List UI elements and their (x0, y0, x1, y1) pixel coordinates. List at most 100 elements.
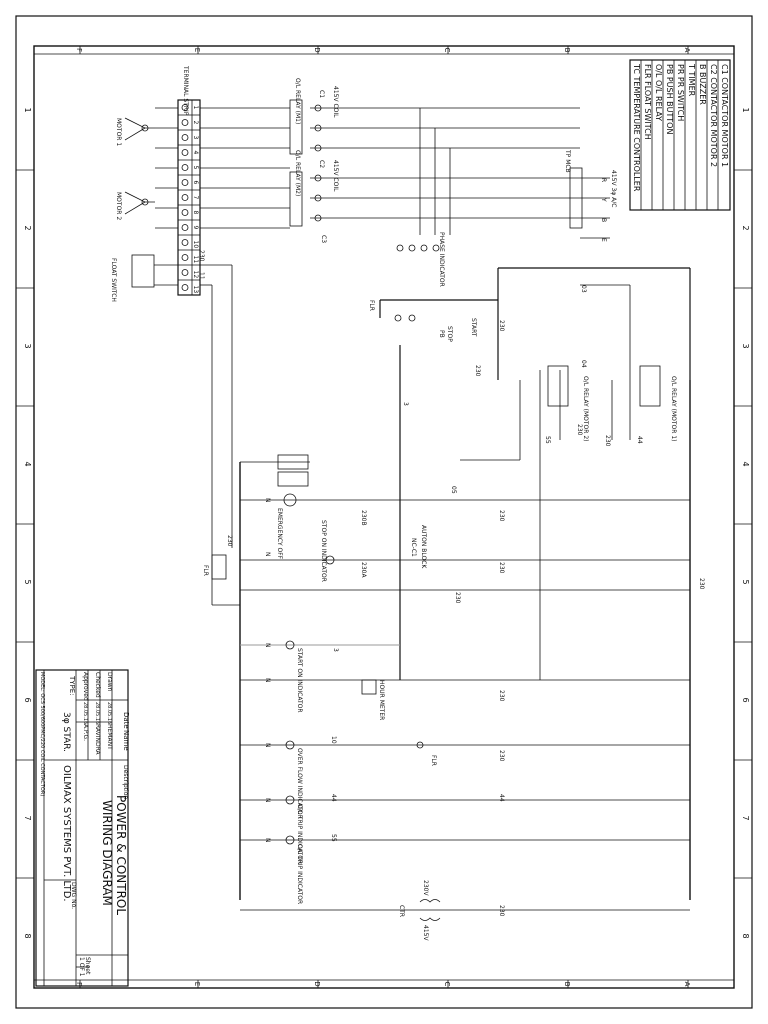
terminal-screw (181, 284, 189, 291)
row-markers-right: 1 2 3 4 5 6 7 8 (734, 107, 752, 939)
terminal-number: 4 (192, 151, 199, 155)
pb-label: PB (438, 330, 445, 338)
row-label-right-4: 4 (741, 461, 750, 466)
terminal-number: 10 (192, 241, 199, 249)
terminal-number: 9 (192, 226, 199, 230)
col-label-bottom-c: C (443, 982, 451, 987)
tb-type-label: TYPE: (68, 675, 76, 696)
col-label-top-f: F (75, 48, 83, 52)
tb-name-header: Name (122, 730, 130, 751)
overflow-indicator-label: OVER FLOW INDICATOR (296, 748, 303, 819)
legend-item-pb: PB PUSH BUTTON (665, 64, 674, 134)
terminal-number: 13 (192, 286, 199, 294)
outer-border (15, 15, 753, 1009)
row-label-right-7: 7 (741, 815, 750, 820)
row-label-right-1: 1 (741, 107, 750, 112)
row-label-left-4: 4 (23, 461, 32, 466)
wire-n-1: N (264, 498, 271, 503)
phase-b: B (600, 218, 607, 222)
nc-c1-label: NC-C1 (410, 538, 417, 557)
terminal-number: 6 (192, 181, 199, 185)
terminal-screw (181, 164, 189, 171)
wire-10: 10 (330, 736, 337, 744)
flr-top-label: FLR (368, 300, 375, 311)
wire-04: 04 (580, 360, 587, 368)
terminal-screw (181, 179, 189, 186)
stop-on-indicator: STOP ON INDICATOR (320, 520, 335, 582)
supply-label: 415V 3φ A/C (610, 170, 617, 207)
wire-n-3: N (264, 643, 271, 648)
ol-relay-m1: O/L RELAY (M1) (289, 78, 303, 155)
phase-e: E (600, 238, 607, 242)
terminal-screw (181, 224, 189, 231)
contactor-c2-label: C2 (318, 160, 325, 168)
motor-2-label: MOTOR 2 (115, 192, 122, 220)
ctr-415-label: 415V (422, 925, 429, 941)
ol-relay-m2: O/L RELAY (M2) (289, 150, 303, 227)
stop-label: STOP (446, 326, 453, 342)
row-label-left-3: 3 (23, 343, 32, 348)
float-switch-label: FLOAT SWITCH (110, 258, 117, 302)
wire-230-b: 230 (498, 320, 505, 332)
col-label-top-e: E (193, 48, 201, 52)
wire-11-a: 11 (198, 272, 205, 280)
wire-230-g: 230 (498, 750, 505, 762)
emergency-off: EMERGENCY OFF (276, 493, 297, 560)
float-switch: FLOAT SWITCH (110, 254, 155, 302)
col-label-top-c: C (443, 48, 451, 53)
legend-table: C1 CONTACTOR MOTOR 1 C2 CONTACTOR MOTOR … (629, 59, 731, 211)
wire-03: 03 (580, 285, 587, 293)
legend-item-t: T TIMER (687, 63, 696, 97)
col-label-bottom-e: E (193, 982, 201, 986)
col-label-top-b: B (563, 48, 571, 53)
wire-230-m: 230 (226, 535, 233, 547)
row-label-left-1: 1 (23, 107, 32, 112)
contactor-c1-label: C1 (318, 90, 325, 98)
tb-title-line2: WIRING DIAGRAM (100, 800, 114, 906)
control-transformer: CTR 230V 415V (398, 880, 441, 941)
wire-55-a: 55 (330, 834, 337, 842)
tb-checked-date: 28.05.16 (94, 702, 100, 724)
wire-230-j: 230 (604, 435, 611, 447)
wire-230-d: 230 (498, 562, 505, 574)
legend-item-pr: PR PR SWITCH (676, 64, 685, 121)
col-label-bottom-b: B (563, 982, 571, 987)
wire-55-b: 55 (544, 436, 551, 444)
terminal-number: 5 (192, 166, 199, 170)
auton-block: AUTON BLOCK NC-C1 (410, 525, 427, 569)
col-label-bottom-d: D (313, 981, 321, 986)
row-label-right-6: 6 (741, 697, 750, 702)
tb-drawn-date: 28.05.16 (106, 702, 112, 724)
terminal-screw (181, 209, 189, 216)
wire-numbers: 230 11 230 230 230B 230A 230 230 230 230… (198, 250, 705, 917)
terminal-strip-label: TERMINAL STRIP (182, 65, 189, 116)
legend-item-c2: C2 CONTACTOR MOTOR 2 (709, 64, 718, 167)
terminal-number: 12 (192, 271, 199, 279)
title-block: Date Name Description Drawn 28.05.16 HEM… (35, 669, 130, 987)
tp-mcb-label: TP MCB (564, 149, 571, 173)
wire-230-c: 230 (498, 510, 505, 522)
power-wires (154, 107, 610, 286)
wire-230a: 230A (360, 562, 367, 578)
terminal-number: 2 (192, 121, 199, 125)
start-on-indicator: START ON INDICATOR (285, 640, 303, 713)
wire-230-l: 230 (474, 365, 481, 377)
terminal-screw (181, 149, 189, 156)
row-label-left-8: 8 (23, 933, 32, 938)
contactor-coils (277, 454, 309, 487)
wire-n-6: N (264, 798, 271, 803)
terminal-screw (181, 194, 189, 201)
ol-trip-indicator-1: O/L TRIP INDICATOR (285, 795, 303, 864)
terminal-number: 3 (192, 136, 199, 140)
wire-230-h: 230 (498, 905, 505, 917)
row-label-right-3: 3 (741, 343, 750, 348)
phase-y: Y (600, 197, 607, 202)
wire-44-b: 44 (498, 794, 505, 802)
auton-block-label: AUTON BLOCK (420, 525, 427, 569)
terminal-number: 1 (192, 106, 199, 110)
tb-sheet-label: Sheet (84, 957, 91, 975)
wire-44-c: 44 (636, 436, 643, 444)
tb-type-value: 3φ STAR. (61, 712, 71, 752)
legend-item-b: B BUZZER (698, 64, 707, 105)
overflow-indicator: OVER FLOW INDICATOR FLR (285, 740, 437, 819)
